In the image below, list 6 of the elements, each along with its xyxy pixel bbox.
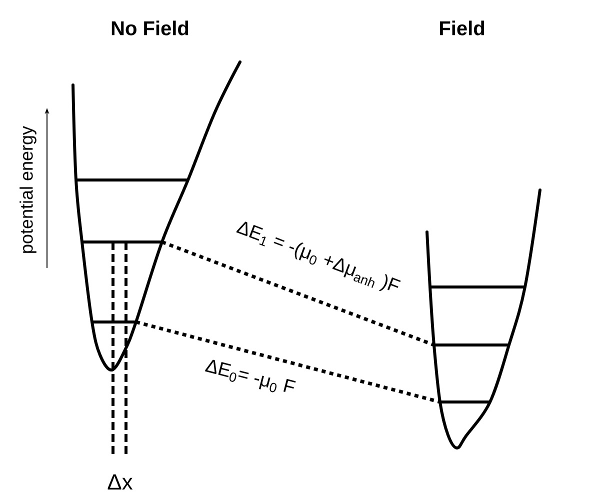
energy-equation: ΔE$_{0}$= -μ$_{0}$ F	[205, 360, 296, 392]
displacement-label: Δx	[108, 474, 133, 490]
energy-equation: ΔE$_{1}$ = -(μ$_{0}$ +Δμ$_{anh}$ )F	[236, 222, 401, 292]
axis-label: potential energy	[20, 126, 36, 253]
panel-title: Field	[440, 20, 484, 36]
panel-title: No Field	[112, 20, 188, 36]
